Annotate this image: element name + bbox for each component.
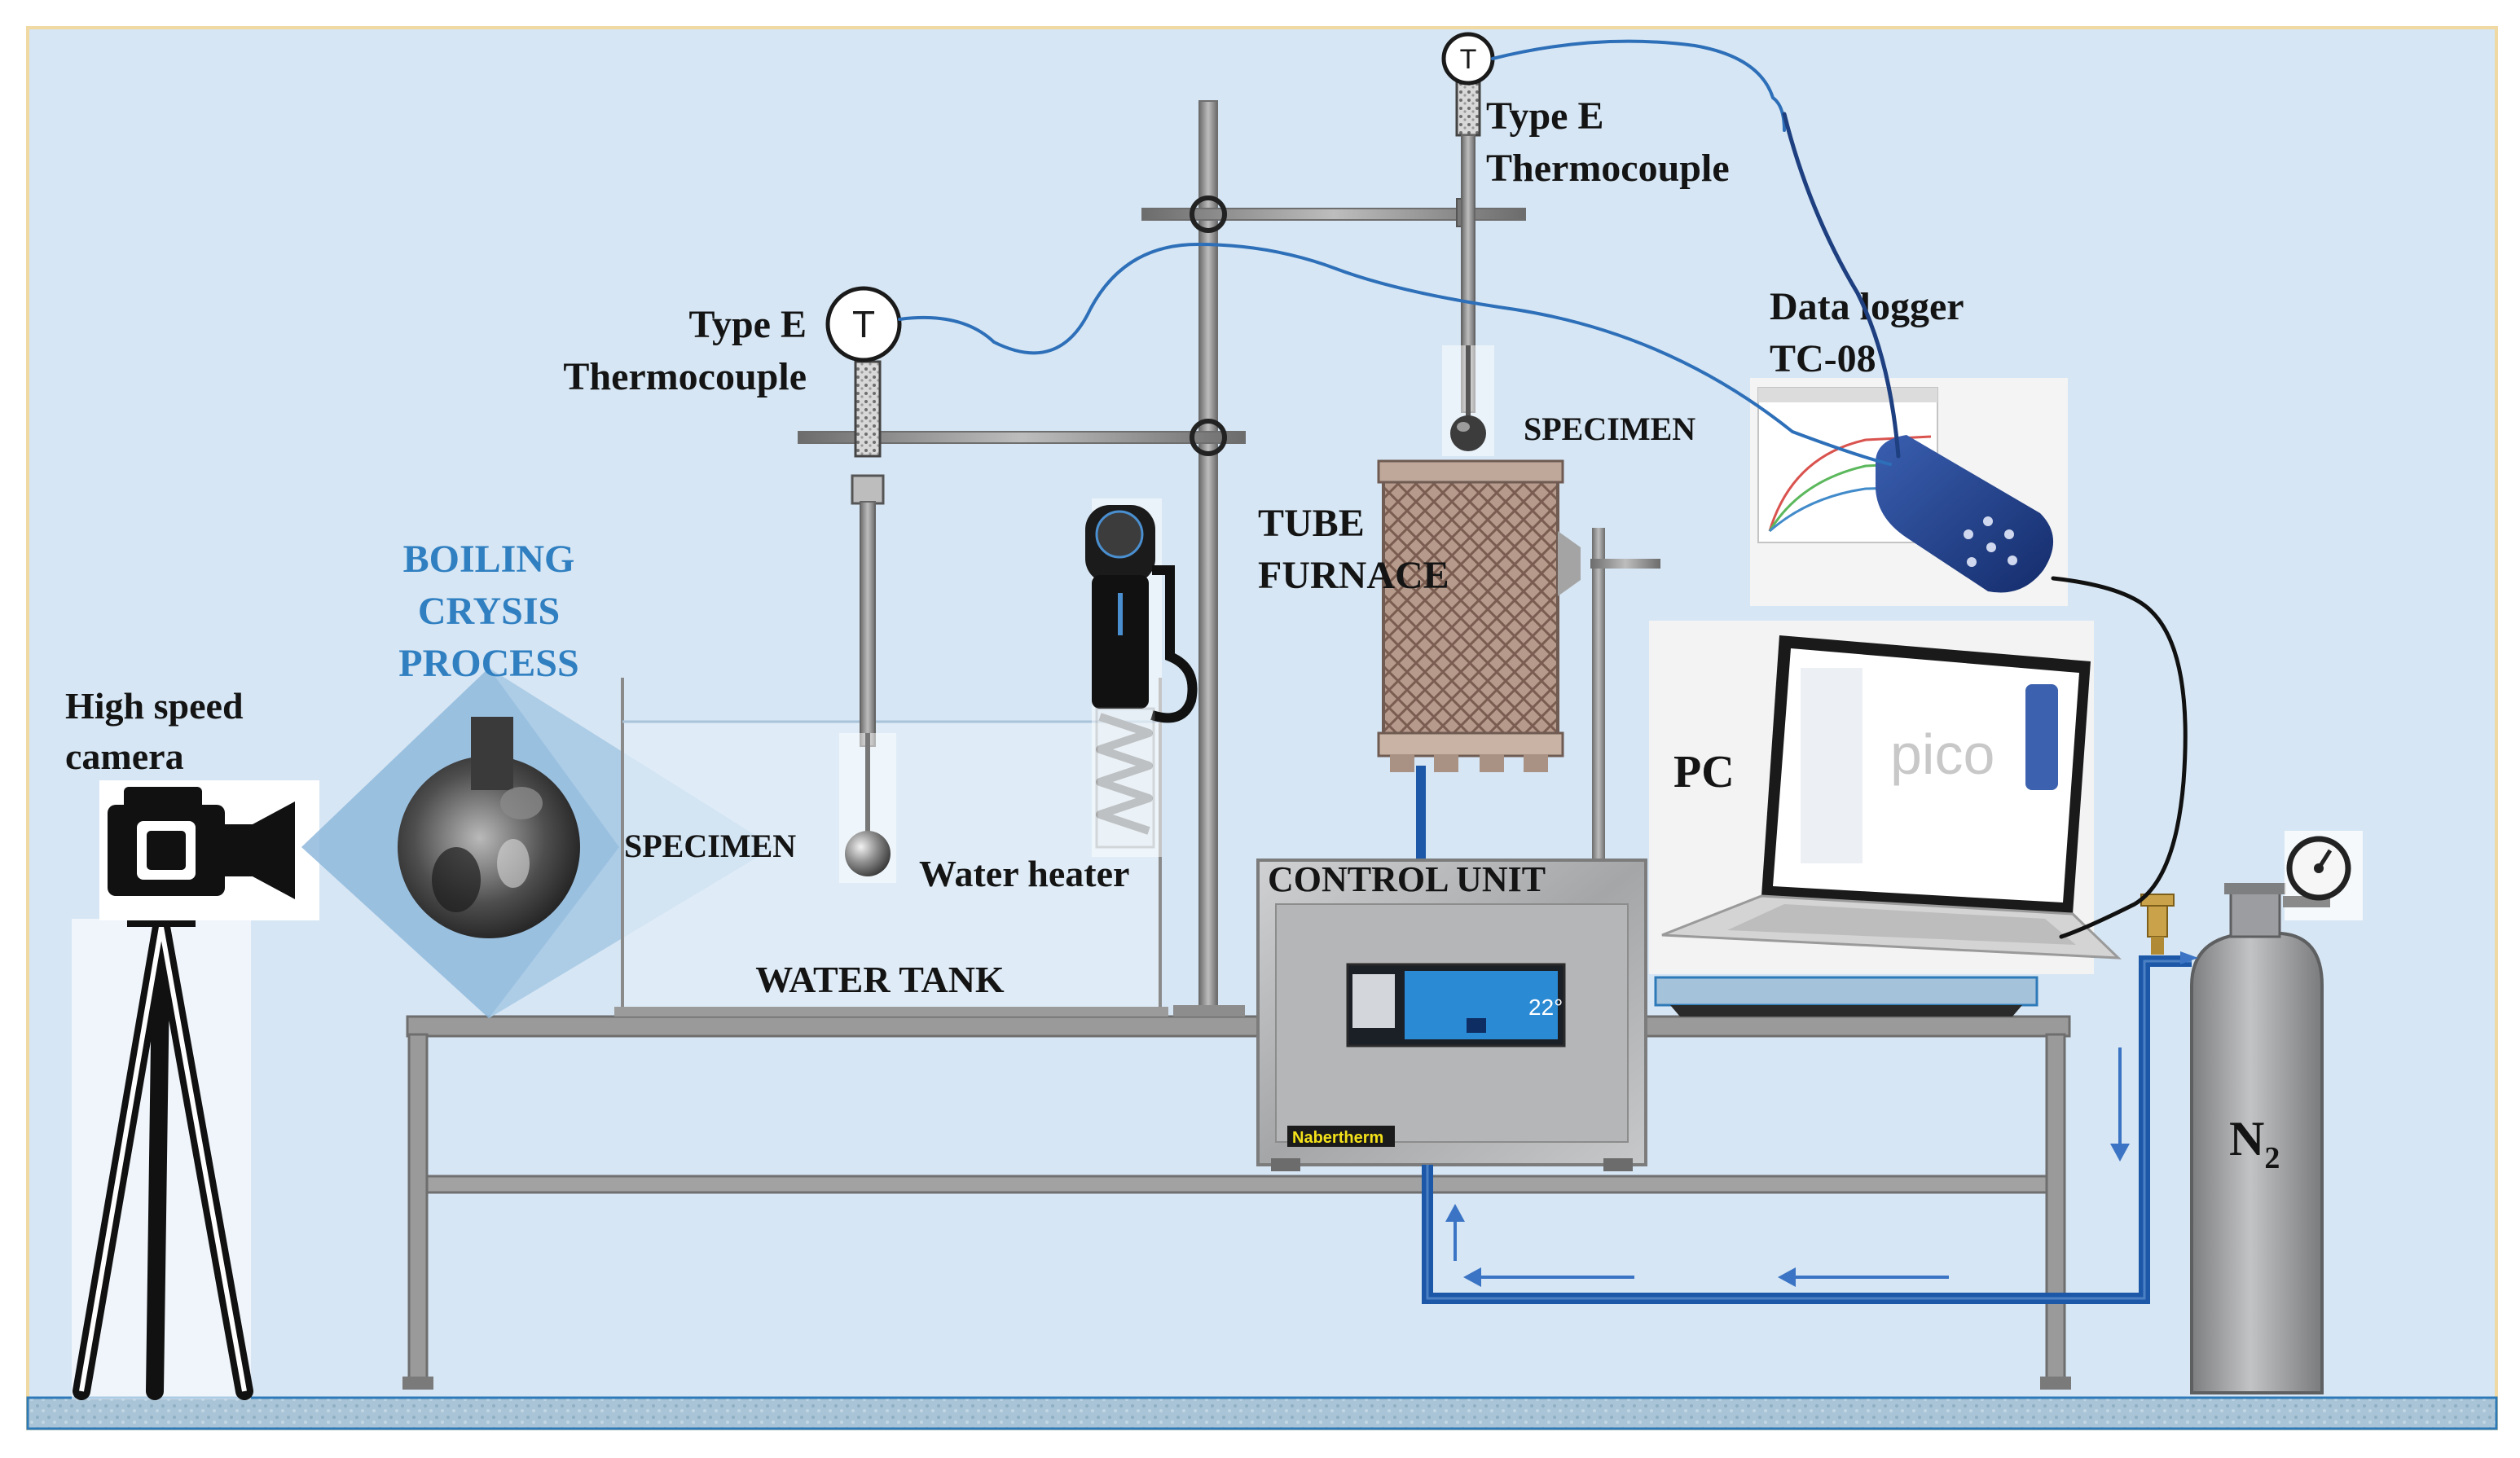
control-brand: Nabertherm	[1292, 1129, 1383, 1147]
thermometer-t-icon: T	[825, 286, 902, 362]
control-unit-label: CONTROL UNIT	[1268, 859, 1546, 899]
pc-label: PC	[1673, 747, 1735, 797]
nitrogen-label-main: N	[2229, 1112, 2264, 1166]
specimen-furnace-label: SPECIMEN	[1524, 411, 1695, 447]
laptop-screen-brand: pico	[1890, 722, 1994, 786]
thermocouple-top-symbol: T	[1460, 44, 1477, 75]
water-heater-label: Water heater	[919, 853, 1129, 894]
tube-furnace	[1377, 459, 1581, 772]
furnace-thermocouple	[1442, 80, 1494, 456]
water-heater	[1085, 498, 1198, 857]
thermocouple-left-symbol: T	[852, 303, 875, 345]
camera-label-line2: camera	[65, 736, 184, 777]
high-speed-camera	[72, 780, 319, 1400]
boiling-label-line2: CRYSIS	[418, 590, 560, 633]
furnace-gas-line	[1416, 766, 1426, 862]
video-camera-icon	[99, 780, 319, 920]
gas-valve	[2140, 894, 2175, 955]
thermocouple-left-line1: Type E	[689, 303, 807, 346]
data-logger-label-line2: TC-08	[1770, 337, 1876, 380]
nitrogen-label: N2	[2229, 1112, 2280, 1175]
control-unit: 22° Nabertherm	[1256, 859, 1647, 1171]
lab-table	[402, 1015, 2071, 1390]
thermocouple-wires	[898, 39, 2188, 939]
nitrogen-label-sub: 2	[2264, 1141, 2280, 1175]
camera-label-line1: High speed	[65, 685, 244, 727]
thermocouple-left-line2: Thermocouple	[563, 355, 807, 398]
specimen-tank-label: SPECIMEN	[624, 828, 796, 864]
thermocouple-top-line2: Thermocouple	[1486, 147, 1730, 190]
nitrogen-gas-line	[1422, 951, 2198, 1304]
thermocouple-top-line1: Type E	[1486, 94, 1603, 138]
thermometer-t-icon: T	[1441, 32, 1495, 86]
water-tank-label: WATER TANK	[755, 959, 1005, 1000]
tube-furnace-label-line1: TUBE	[1258, 502, 1365, 545]
boiling-label-line3: PROCESS	[398, 642, 578, 685]
gas-cylinder-icon: N2	[2190, 883, 2324, 1394]
boiling-label-line1: BOILING	[403, 538, 575, 581]
pressure-gauge-icon	[2283, 831, 2363, 920]
control-screen-temp: 22°	[1528, 995, 1563, 1020]
pc-shelf	[1654, 976, 2038, 1017]
tube-furnace-label-line2: FURNACE	[1258, 554, 1449, 597]
diagram-background	[26, 26, 2498, 1430]
data-logger-label-line1: Data logger	[1770, 285, 1964, 328]
data-logger-device-icon	[1750, 378, 2068, 606]
tank-thermocouple	[839, 360, 896, 883]
laptop-icon: pico	[1649, 621, 2122, 974]
floor	[26, 1396, 2498, 1430]
